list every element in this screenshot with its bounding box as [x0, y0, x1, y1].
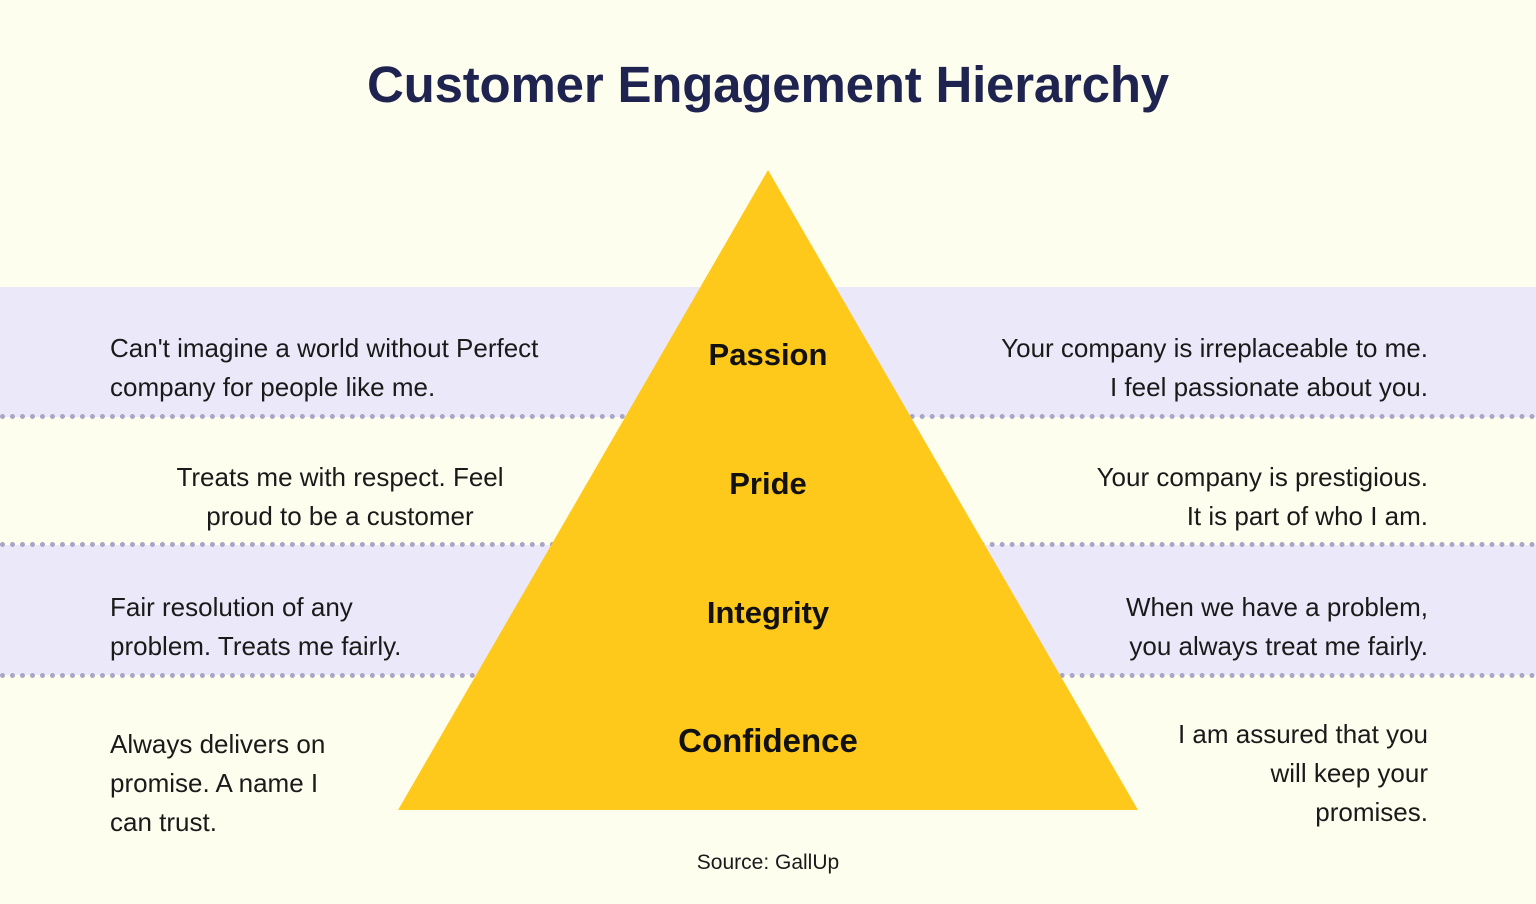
right-text-confidence: I am assured that you will keep your pro…	[1177, 719, 1428, 827]
left-text-confidence: Always delivers on promise. A name I can…	[110, 729, 326, 837]
left-text-integrity: Fair resolution of any problem. Treats m…	[110, 592, 402, 661]
pyramid-shape	[398, 170, 1138, 810]
tier-label-pride: Pride	[729, 466, 807, 501]
pyramid-triangle	[398, 170, 1138, 810]
left-text-passion: Can't imagine a world without Perfect co…	[110, 333, 539, 402]
tier-label-passion: Passion	[708, 337, 828, 372]
right-text-pride: Your company is prestigious. It is part …	[1096, 462, 1428, 531]
left-text-pride: Treats me with respect. Feel proud to be…	[176, 462, 504, 531]
right-text-passion: Your company is irreplaceable to me. I f…	[1001, 333, 1428, 402]
source-caption: Source: GallUp	[696, 851, 840, 874]
page-title: Customer Engagement Hierarchy	[367, 56, 1169, 113]
right-text-integrity: When we have a problem, you always treat…	[1125, 592, 1428, 661]
tier-label-confidence: Confidence	[678, 722, 858, 759]
tier-label-integrity: Integrity	[706, 595, 830, 630]
